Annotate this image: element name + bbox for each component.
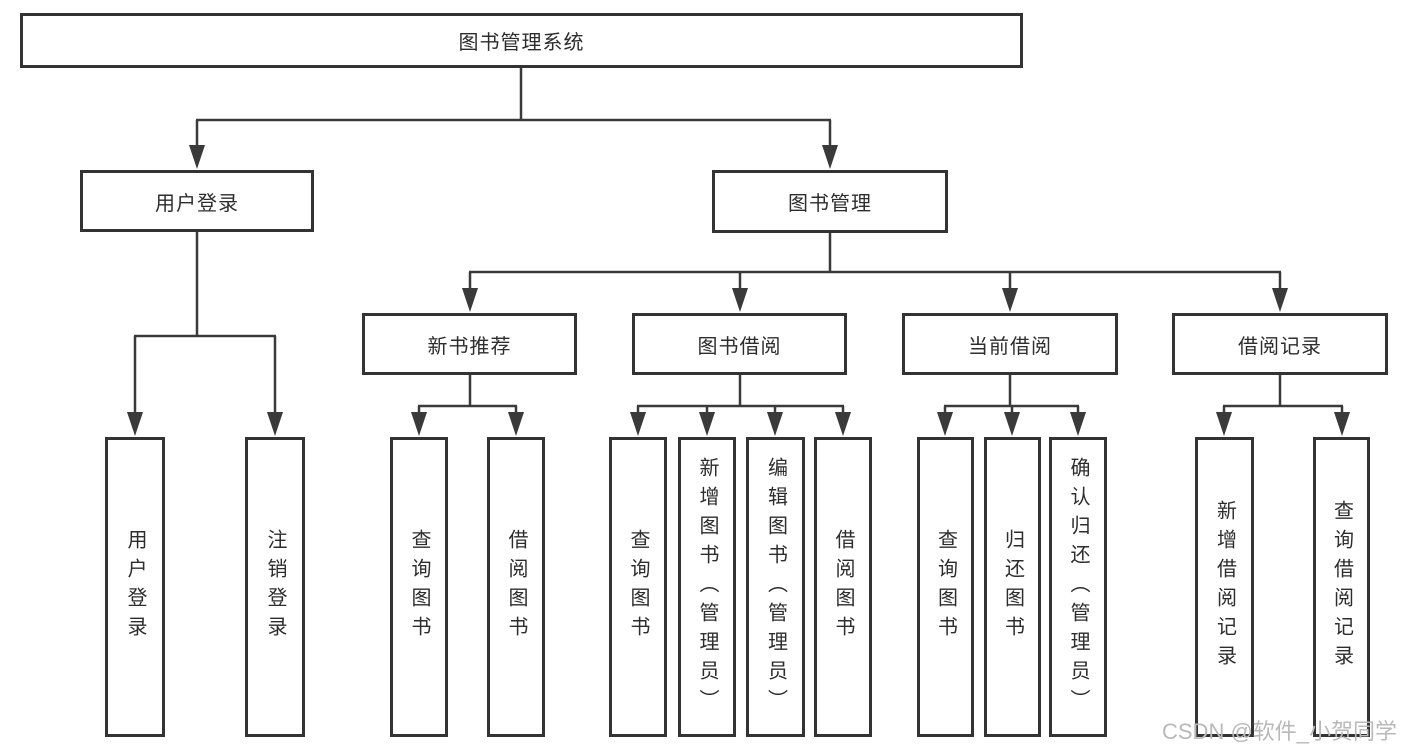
leaf-user-login-label: 用户登录 [124,529,146,645]
leaf-borrow-books-2-label: 借阅图书 [832,529,854,645]
leaf-add-book-admin-label: 新增图书（管理员） [696,456,718,718]
leaf-logout-label: 注销登录 [264,529,286,645]
leaf-query-books-1-label: 查询图书 [408,529,430,645]
node-book-borrow: 图书借阅 [632,313,847,375]
leaf-borrow-books-1: 借阅图书 [487,437,545,737]
leaf-borrow-books-2: 借阅图书 [814,437,872,737]
arrowhead-icons [127,145,1350,436]
leaf-query-books-1: 查询图书 [390,437,448,737]
node-borrow-records-label: 借阅记录 [1238,335,1322,358]
node-book-management: 图书管理 [712,170,948,233]
leaf-add-borrow-record: 新增借阅记录 [1195,437,1254,737]
leaf-query-books-3-label: 查询图书 [934,529,957,645]
leaf-return-books: 归还图书 [984,437,1041,737]
leaf-logout: 注销登录 [245,437,305,737]
leaf-user-login: 用户登录 [105,437,165,737]
leaf-query-books-2: 查询图书 [609,437,667,737]
node-new-book-recommend: 新书推荐 [362,313,577,375]
leaf-query-books-2-label: 查询图书 [627,529,649,645]
node-root-label: 图书管理系统 [458,32,585,54]
leaf-edit-book-admin-label: 编辑图书（管理员） [764,456,787,718]
leaf-confirm-return-admin-label: 确认归还（管理员） [1067,456,1089,718]
leaf-add-book-admin: 新增图书（管理员） [678,437,736,737]
leaf-edit-book-admin: 编辑图书（管理员） [746,437,805,737]
leaf-query-borrow-record-label: 查询借阅记录 [1330,500,1353,674]
node-current-borrow: 当前借阅 [902,313,1118,375]
leaf-add-borrow-record-label: 新增借阅记录 [1213,500,1236,674]
leaf-query-borrow-record: 查询借阅记录 [1313,437,1370,737]
leaf-borrow-books-1-label: 借阅图书 [505,529,527,645]
node-root: 图书管理系统 [20,13,1023,68]
node-book-management-label: 图书管理 [788,193,872,215]
node-user-login-label: 用户登录 [155,192,239,215]
node-book-borrow-label: 图书借阅 [697,335,782,358]
node-user-login: 用户登录 [80,170,314,232]
leaf-return-books-label: 归还图书 [1001,529,1024,645]
node-borrow-records: 借阅记录 [1172,313,1388,375]
node-new-book-recommend-label: 新书推荐 [427,335,512,358]
leaf-query-books-3: 查询图书 [917,437,974,737]
node-current-borrow-label: 当前借阅 [968,335,1052,358]
csdn-watermark: CSDN @软件_小贺同学 [1162,719,1398,744]
leaf-confirm-return-admin: 确认归还（管理员） [1049,437,1107,737]
